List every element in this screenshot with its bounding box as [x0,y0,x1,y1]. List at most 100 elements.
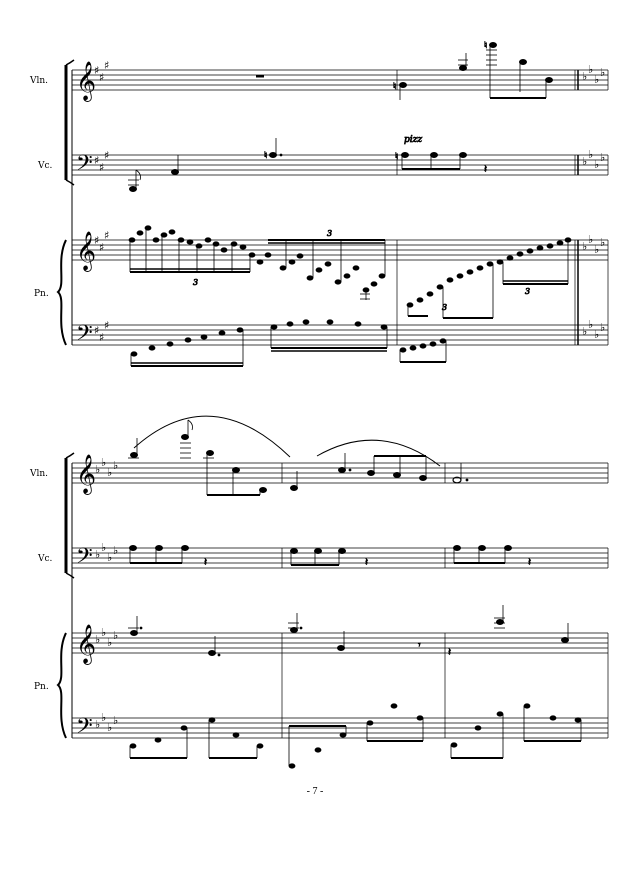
svg-text:♯: ♯ [99,71,104,84]
svg-text:♭: ♭ [600,321,605,334]
bass-clef-icon: 𝄢 [76,544,93,574]
svg-text:♭: ♭ [588,148,593,161]
svg-text:𝄽: 𝄽 [365,557,368,568]
svg-text:♯: ♯ [104,149,109,162]
svg-text:♭: ♭ [600,236,605,249]
clefs-system-2: 𝄞 𝄢 𝄞 𝄢 ♭♭♭♭ ♭♭♭♭ ♭♭♭♭ ♭♭♭♭ [76,454,118,744]
bass-clef-icon: 𝄢 [76,321,93,351]
clefs-system-1: 𝄞 𝄢 𝄞 𝄢 ♯♯♯ ♯♯♯ ♯♯♯ ♯♯♯ ♭♭♭♭ ♭♭♭♭ ♭♭♭♭ ♭… [76,59,605,351]
piano-lh-staff-2 [72,717,608,739]
cello-staff-1 [72,154,608,176]
notes-system-1: ♮ ♮ ♮ pizz ♮ 𝄽 [128,41,572,367]
svg-text:𝄾: 𝄾 [418,640,421,651]
svg-text:♯: ♯ [99,241,104,254]
svg-text:♭: ♭ [113,629,118,642]
violin-staff-2 [72,462,608,484]
svg-text:♮: ♮ [264,151,267,161]
slur [133,415,291,458]
svg-text:♭: ♭ [101,541,106,554]
tuplet-marker: 3 [193,278,198,287]
svg-text:♭: ♭ [95,718,100,731]
svg-text:♭: ♭ [113,714,118,727]
svg-text:♭: ♭ [107,551,112,564]
svg-text:♭: ♭ [594,73,599,86]
piano-brace [56,632,67,739]
flat-key-signature: ♭♭♭♭ ♭♭♭♭ ♭♭♭♭ ♭♭♭♭ [95,456,118,734]
piano-rh-figures-1 [128,225,386,300]
treble-clef-icon: 𝄞 [76,624,96,665]
tuplet-marker: 3 [327,229,332,238]
cello-label: Vc. [37,161,53,171]
flat-key-signature: ♭♭♭♭ ♭♭♭♭ ♭♭♭♭ ♭♭♭♭ [582,63,605,341]
svg-text:♭: ♭ [600,66,605,79]
piano-rh-staff-2 [72,632,608,654]
svg-text:♭: ♭ [95,633,100,646]
piano-lh-figures-2 [399,338,447,363]
bass-clef-icon: 𝄢 [76,151,93,181]
svg-text:♯: ♯ [104,59,109,72]
cello-label: Vc. [37,554,53,564]
violin-staff-1 [72,69,608,91]
piano-label: Pn. [34,289,49,299]
system-1 [56,59,609,346]
bass-clef-icon: 𝄢 [76,714,93,744]
piano-lh-figures-1 [130,319,388,367]
tuplet-marker: 3 [442,303,447,312]
svg-text:♯: ♯ [94,64,99,77]
svg-text:♯: ♯ [94,324,99,337]
treble-clef-icon: 𝄞 [76,454,96,495]
whole-rest [256,75,264,78]
svg-text:♮: ♮ [484,41,487,51]
treble-clef-icon: 𝄞 [76,61,96,102]
svg-text:♭: ♭ [582,240,587,253]
svg-text:♯: ♯ [99,331,104,344]
piano-label: Pn. [34,682,49,692]
svg-text:♭: ♭ [113,544,118,557]
svg-text:♯: ♯ [104,319,109,332]
slur [316,439,441,467]
svg-text:♭: ♭ [582,325,587,338]
svg-text:♭: ♭ [594,243,599,256]
svg-text:♭: ♭ [107,721,112,734]
svg-text:♭: ♭ [107,466,112,479]
svg-text:𝄽: 𝄽 [528,557,531,568]
svg-text:♮: ♮ [395,152,398,162]
system-2 [56,452,609,739]
svg-text:♭: ♭ [101,626,106,639]
svg-text:♯: ♯ [94,234,99,247]
treble-clef-icon: 𝄞 [76,231,96,272]
svg-text:♯: ♯ [94,154,99,167]
svg-text:♭: ♭ [101,711,106,724]
pizz-marking: pizz [404,135,422,145]
sharp-key-signature: ♯♯♯ ♯♯♯ ♯♯♯ ♯♯♯ [94,59,109,344]
svg-text:♭: ♭ [594,328,599,341]
svg-text:♭: ♭ [582,70,587,83]
svg-text:♭: ♭ [95,463,100,476]
svg-text:♯: ♯ [99,161,104,174]
svg-text:♭: ♭ [588,63,593,76]
piano-brace [56,239,67,346]
svg-text:𝄽: 𝄽 [448,647,451,658]
page-number: - 7 - [306,786,324,797]
svg-text:♭: ♭ [101,456,106,469]
svg-text:♯: ♯ [104,229,109,242]
svg-text:♭: ♭ [588,318,593,331]
svg-text:♭: ♭ [600,151,605,164]
notes-system-2: 𝄽 𝄽 𝄽 𝄾 𝄽 [128,415,582,769]
svg-text:♭: ♭ [95,548,100,561]
piano-lh-staff-1 [72,324,608,346]
tuplet-marker: 3 [525,287,530,296]
svg-text:♭: ♭ [113,459,118,472]
svg-text:𝄽: 𝄽 [484,164,487,175]
svg-text:♭: ♭ [107,636,112,649]
svg-text:♭: ♭ [582,155,587,168]
svg-text:♮: ♮ [393,82,396,92]
svg-text:𝄽: 𝄽 [204,557,207,568]
violin-label: Vln. [29,469,48,479]
svg-text:♭: ♭ [594,158,599,171]
piano-rh-figures-2 [406,237,572,319]
svg-text:♭: ♭ [588,233,593,246]
violin-label: Vln. [29,76,48,86]
